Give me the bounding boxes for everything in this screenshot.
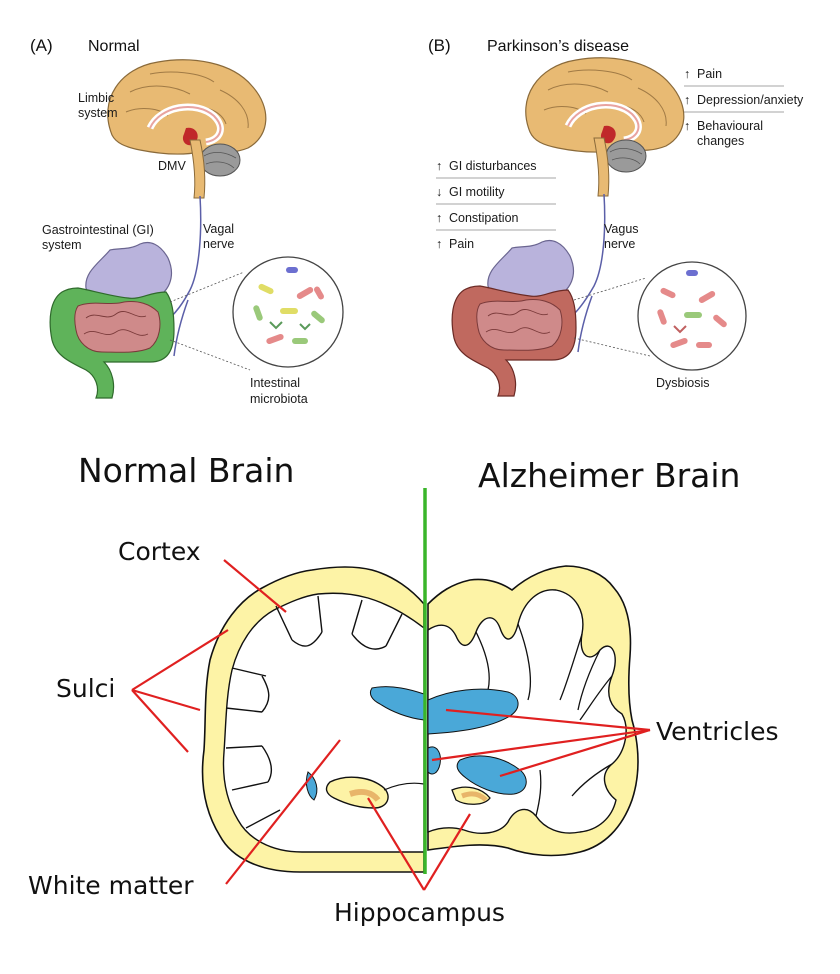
zoom-line-a1 xyxy=(169,271,245,303)
label-microbiota-line1: Intestinal xyxy=(250,376,300,390)
symptoms-right-list: ↑ Pain ↑ Depression/anxiety ↑ Behavioura… xyxy=(684,67,804,148)
symptom-left-text-1: GI disturbances xyxy=(449,159,537,173)
panel-a: (A) Normal Limbic system DMV Vagal nerve… xyxy=(30,36,344,406)
vagal-nerve-line xyxy=(169,195,202,357)
zoom-line-b1 xyxy=(573,277,647,301)
symptom-right-arrow-2: ↑ xyxy=(684,93,690,107)
label-vagal-line1: Vagal xyxy=(203,222,234,236)
label-microbiota-line2: microbiota xyxy=(250,392,308,406)
brain-pd-illustration xyxy=(525,57,685,197)
panel-b-tag: (B) xyxy=(428,36,451,55)
label-gi-line1: Gastrointestinal (GI) xyxy=(42,223,154,237)
zoom-line-b2 xyxy=(573,337,651,357)
alzheimer-brain-section xyxy=(427,565,639,857)
symptom-left-arrow-3: ↑ xyxy=(436,211,442,225)
microbiota-circle xyxy=(232,256,344,368)
heading-alzheimer-brain: Alzheimer Brain xyxy=(478,456,740,495)
symptom-right-text-3: Behavioural xyxy=(697,119,763,133)
symptom-left-arrow-4: ↑ xyxy=(436,237,442,251)
label-dmv: DMV xyxy=(158,159,186,173)
symptom-right-arrow-1: ↑ xyxy=(684,67,690,81)
panel-b-title: Parkinson’s disease xyxy=(487,38,629,55)
symptom-left-text-4: Pain xyxy=(449,237,474,251)
label-sulci: Sulci xyxy=(56,674,115,703)
panel-a-tag: (A) xyxy=(30,36,53,55)
panel-a-title: Normal xyxy=(88,38,140,55)
symptom-right-arrow-3: ↑ xyxy=(684,119,690,133)
symptom-right-text-3-cont: changes xyxy=(697,134,744,148)
label-white-matter: White matter xyxy=(28,871,194,900)
symptoms-left-list: ↑ GI disturbances ↓ GI motility ↑ Consti… xyxy=(436,159,556,251)
label-vagus-line2: nerve xyxy=(604,237,635,251)
dysbiosis-circle xyxy=(637,261,747,371)
gi-tract-normal-illustration xyxy=(49,241,175,399)
pointer-lines xyxy=(131,559,651,891)
gi-tract-pd-illustration xyxy=(451,239,577,397)
label-cortex: Cortex xyxy=(118,537,201,566)
symptom-right-text-1: Pain xyxy=(697,67,722,81)
symptom-left-text-2: GI motility xyxy=(449,185,505,199)
symptom-left-arrow-1: ↑ xyxy=(436,159,442,173)
label-ventricles: Ventricles xyxy=(656,717,779,746)
symptom-right-text-2: Depression/anxiety xyxy=(697,93,804,107)
label-vagal-line2: nerve xyxy=(203,237,234,251)
symptom-left-arrow-2: ↓ xyxy=(436,185,442,199)
heading-normal-brain: Normal Brain xyxy=(78,451,294,490)
label-hippocampus: Hippocampus xyxy=(334,898,505,927)
zoom-line-a2 xyxy=(169,339,251,371)
normal-brain-section xyxy=(201,566,425,873)
label-limbic-line2: system xyxy=(78,106,118,120)
label-dysbiosis: Dysbiosis xyxy=(656,376,710,390)
label-limbic-line1: Limbic xyxy=(78,91,114,105)
panel-b: (B) Parkinson’s disease ↑ Pain ↑ Depress… xyxy=(428,36,804,397)
symptom-left-text-3: Constipation xyxy=(449,211,519,225)
label-vagus-line1: Vagus xyxy=(604,222,639,236)
vagus-nerve-line xyxy=(573,193,606,353)
label-gi-line2: system xyxy=(42,238,82,252)
brain-normal-illustration xyxy=(107,59,267,199)
